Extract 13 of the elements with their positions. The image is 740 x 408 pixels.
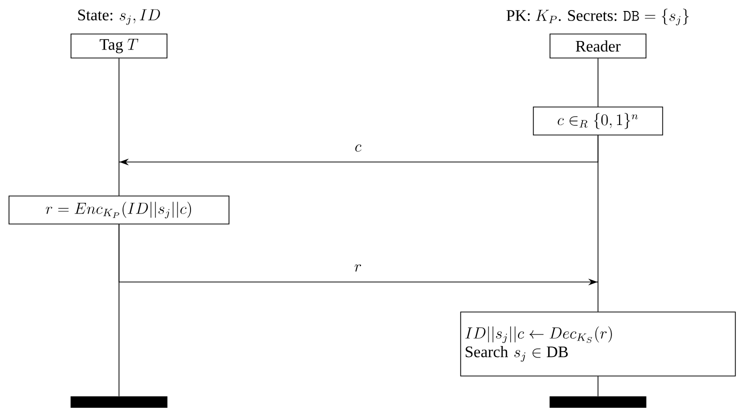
participant-label: $\text{State: } s_j, ID$: [78, 9, 160, 25]
action-box: $ID||s_j||c \leftarrow Dec_{K_S}(r)$ $\text{Search } s_j \in \text{DB}$: [460, 312, 736, 376]
lifeline-head-box: $\text{Tag } T$: [70, 34, 168, 58]
lifeline: [118, 58, 120, 196]
lifeline-end-bar: [70, 396, 168, 408]
action-box: $r = Enc_{K_P}(ID||s_j||c)$: [8, 196, 230, 224]
edge-label: $c$: [353, 143, 363, 153]
participant-label: $\text{PK: } K_P\text{. Secrets: } \mathtt{DB} = \{s_j\}$: [506, 8, 689, 26]
action-box: $c \in_R \{0,1\}^n$: [532, 106, 664, 136]
lifeline-head-box: $\text{Reader}$: [550, 34, 646, 58]
edge-label: $r$: [352, 263, 364, 273]
lifeline-end-bar: [550, 396, 646, 408]
message-arrow: [118, 135, 598, 166]
